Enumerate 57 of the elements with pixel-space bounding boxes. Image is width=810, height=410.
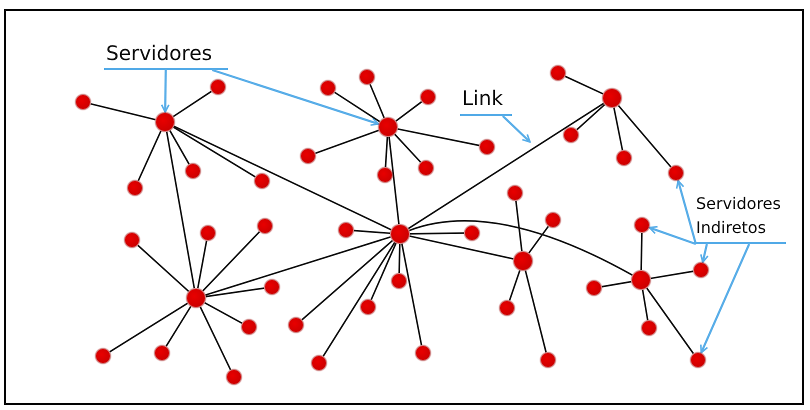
link-line xyxy=(642,290,648,320)
link-line xyxy=(370,242,397,300)
arrow xyxy=(700,244,750,354)
link-line xyxy=(564,76,604,95)
link-line xyxy=(515,200,523,252)
link-line xyxy=(384,136,388,168)
link-line xyxy=(410,232,464,235)
link-line xyxy=(650,270,694,280)
link-line xyxy=(388,136,400,224)
link-line xyxy=(90,103,156,120)
link-line xyxy=(613,108,624,150)
link-line xyxy=(169,130,190,164)
annotation-label: Link xyxy=(460,84,512,116)
arrow xyxy=(160,70,170,113)
link-line xyxy=(200,306,232,370)
link-line xyxy=(138,130,162,182)
link-line xyxy=(640,232,643,270)
link-line xyxy=(394,134,422,163)
arrow xyxy=(648,226,696,246)
link-line xyxy=(369,84,385,118)
arrow xyxy=(502,115,531,143)
link-line xyxy=(166,132,196,288)
link-line xyxy=(408,102,604,230)
arrow xyxy=(212,68,380,126)
link-line xyxy=(334,92,380,122)
link-line xyxy=(109,302,188,352)
link-line xyxy=(173,126,256,178)
link-line xyxy=(410,235,514,260)
link-line xyxy=(398,128,480,146)
link-line xyxy=(206,287,264,298)
link-line xyxy=(166,306,192,347)
link-line xyxy=(322,242,396,357)
annotation-label: Servidores Indiretos xyxy=(694,192,786,244)
link-line xyxy=(396,101,422,122)
link-line xyxy=(205,236,391,296)
arrow xyxy=(676,180,697,244)
link-line xyxy=(602,280,632,288)
link-line xyxy=(401,244,422,346)
link-line xyxy=(172,90,212,118)
link-line xyxy=(398,244,401,274)
annotation-label: Servidores xyxy=(104,40,228,70)
link-line xyxy=(197,240,208,288)
link-line xyxy=(137,244,190,292)
link-line xyxy=(302,240,393,320)
link-line xyxy=(202,231,260,292)
link-line xyxy=(409,220,633,276)
link-line xyxy=(524,270,547,352)
link-line xyxy=(618,105,672,168)
link-line xyxy=(508,270,521,301)
link-line xyxy=(354,230,390,234)
link-line xyxy=(528,226,549,254)
link-line xyxy=(204,302,242,324)
link-line xyxy=(315,130,379,154)
arrow xyxy=(700,244,709,263)
link-line xyxy=(646,288,694,354)
link-line xyxy=(576,104,606,130)
link-line xyxy=(174,126,392,230)
